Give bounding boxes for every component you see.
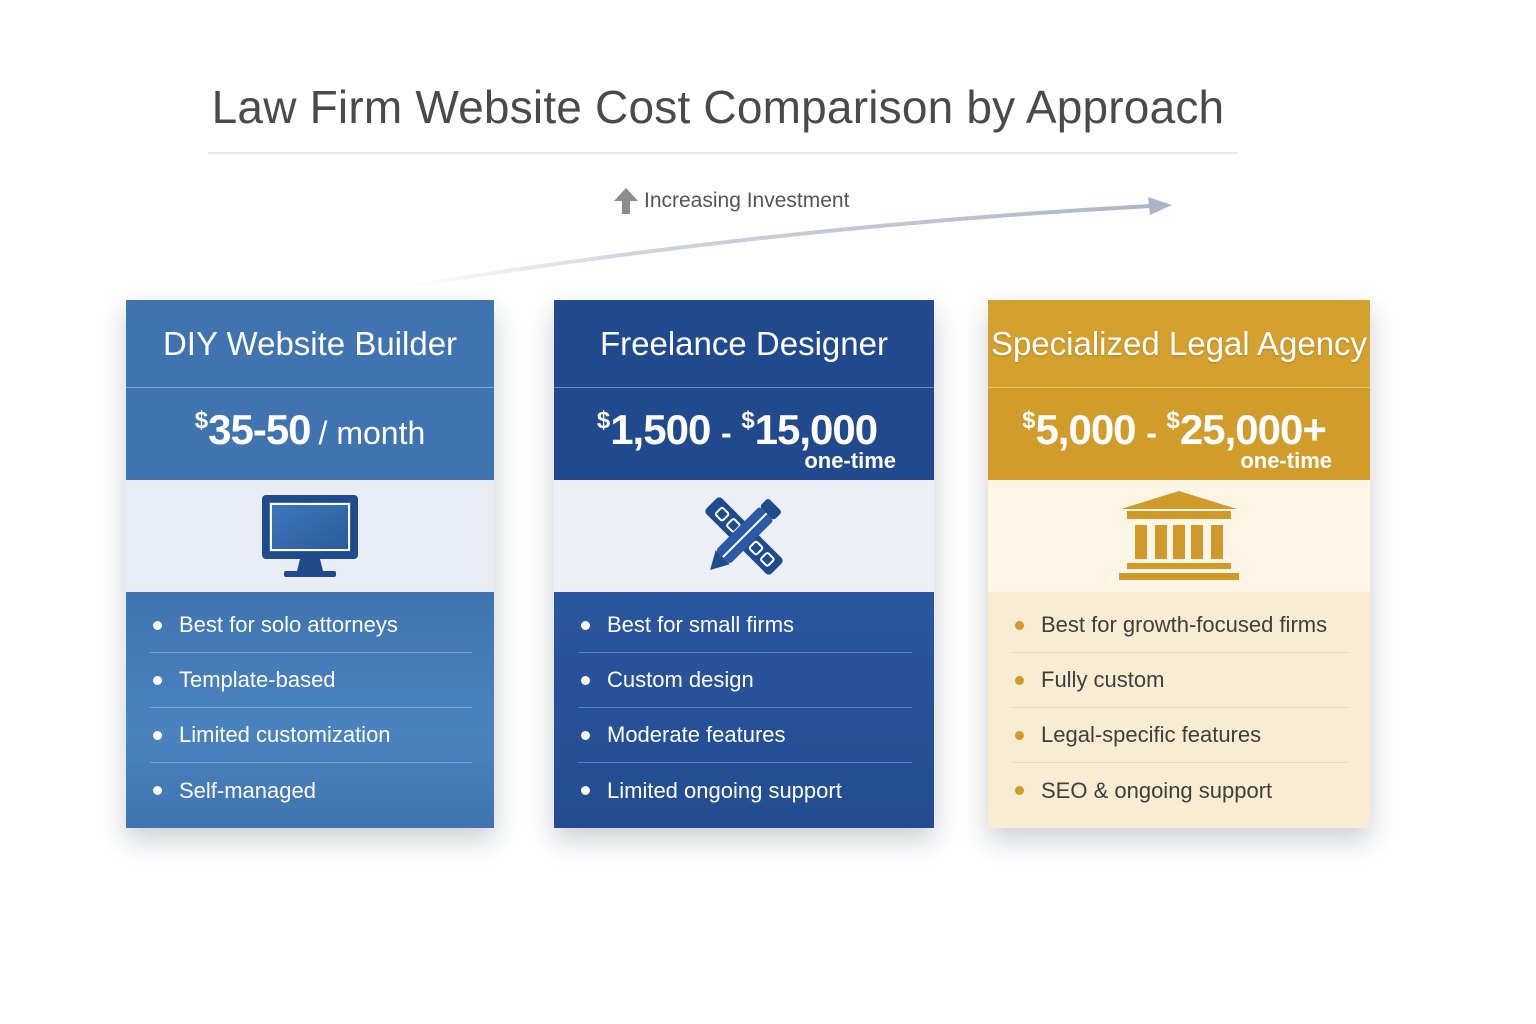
- bullet: [1015, 786, 1024, 795]
- bullet: [581, 730, 590, 740]
- price-low: 1,500: [610, 406, 711, 453]
- icon-band: [126, 480, 494, 592]
- price-value: 35-50: [208, 406, 311, 453]
- list-item: Fully custom: [1012, 653, 1348, 708]
- courthouse-icon: [1119, 491, 1239, 580]
- feature-list: Best for growth-focused firms Fully cust…: [988, 592, 1370, 828]
- list-item: Template-based: [150, 653, 472, 708]
- price-high: 15,000: [754, 406, 878, 453]
- list-item: Legal-specific features: [1012, 708, 1348, 763]
- card-title: Freelance Designer: [554, 300, 934, 388]
- title-divider: [208, 152, 1238, 154]
- bullet: [1015, 675, 1024, 685]
- price-band: $5,000 - $25,000+ one-time: [988, 388, 1370, 480]
- icon-band: [554, 480, 934, 592]
- price-currency: $: [1022, 407, 1035, 434]
- feature-text: Legal-specific features: [1041, 722, 1262, 747]
- list-item: Limited ongoing support: [578, 763, 912, 818]
- feature-text: Custom design: [607, 667, 754, 692]
- up-arrow-icon: [614, 188, 638, 214]
- list-item: Self-managed: [150, 763, 472, 818]
- page-title: Law Firm Website Cost Comparison by Appr…: [211, 81, 1225, 133]
- price: $5,000 - $25,000+: [988, 406, 1370, 454]
- feature-text: Best for solo attorneys: [179, 612, 398, 637]
- feature-list: Best for solo attorneys Template-based L…: [126, 592, 494, 828]
- bullet: [581, 786, 590, 795]
- bullet: [581, 620, 590, 630]
- price-separator: -: [1146, 415, 1157, 451]
- list-item: Limited customization: [150, 708, 472, 763]
- bullet: [581, 675, 590, 685]
- feature-text: Fully custom: [1041, 667, 1165, 692]
- feature-list: Best for small firms Custom design Moder…: [554, 592, 934, 828]
- feature-text: Limited ongoing support: [607, 777, 842, 803]
- trend-arrow: [408, 197, 1172, 288]
- price-separator: -: [720, 415, 732, 451]
- icon-band: [988, 480, 1370, 592]
- bullet: [1015, 620, 1024, 630]
- feature-text: Moderate features: [607, 722, 786, 747]
- list-item: Best for growth-focused firms: [1012, 598, 1348, 653]
- design-tools-icon: [705, 497, 783, 575]
- price-currency: $: [741, 407, 754, 434]
- bullet: [153, 730, 162, 740]
- price-currency: $: [194, 407, 208, 434]
- feature-text: Best for growth-focused firms: [1041, 612, 1328, 637]
- card-freelance-designer: Freelance Designer $1,500 - $15,000 one-…: [554, 300, 934, 828]
- price-currency: $: [1166, 407, 1180, 434]
- price-band: $35-50/ month: [126, 388, 494, 480]
- bullet: [153, 786, 162, 795]
- monitor-icon: [262, 495, 358, 577]
- feature-text: Self-managed: [179, 777, 316, 803]
- feature-text: Best for small firms: [607, 612, 795, 637]
- card-specialized-legal-agency: Specialized Legal Agency $5,000 - $25,00…: [988, 300, 1370, 828]
- price-unit: / month: [318, 415, 426, 451]
- feature-text: SEO & ongoing support: [1041, 777, 1273, 803]
- price-high: 25,000+: [1179, 406, 1327, 453]
- price: $1,500 - $15,000: [554, 406, 934, 454]
- price-note: one-time: [804, 448, 896, 473]
- price-low: 5,000: [1035, 406, 1136, 453]
- feature-text: Template-based: [179, 667, 336, 692]
- card-diy-website-builder: DIY Website Builder $35-50/ month: [126, 300, 494, 828]
- card-title: DIY Website Builder: [126, 300, 494, 388]
- price-note: one-time: [1240, 448, 1332, 473]
- list-item: Custom design: [578, 653, 912, 708]
- price-currency: $: [596, 407, 610, 434]
- bullet: [153, 675, 162, 685]
- bullet: [1015, 730, 1024, 740]
- feature-text: Limited customization: [179, 722, 391, 747]
- price: $35-50/ month: [126, 406, 494, 454]
- bullet: [153, 620, 162, 630]
- list-item: Best for solo attorneys: [150, 598, 472, 653]
- list-item: SEO & ongoing support: [1012, 763, 1348, 818]
- trend-label-text: Increasing Investment: [644, 189, 850, 212]
- list-item: Moderate features: [578, 708, 912, 763]
- price-band: $1,500 - $15,000 one-time: [554, 388, 934, 480]
- card-title: Specialized Legal Agency: [988, 300, 1370, 388]
- list-item: Best for small firms: [578, 598, 912, 653]
- trend-label: Increasing Investment: [614, 188, 849, 214]
